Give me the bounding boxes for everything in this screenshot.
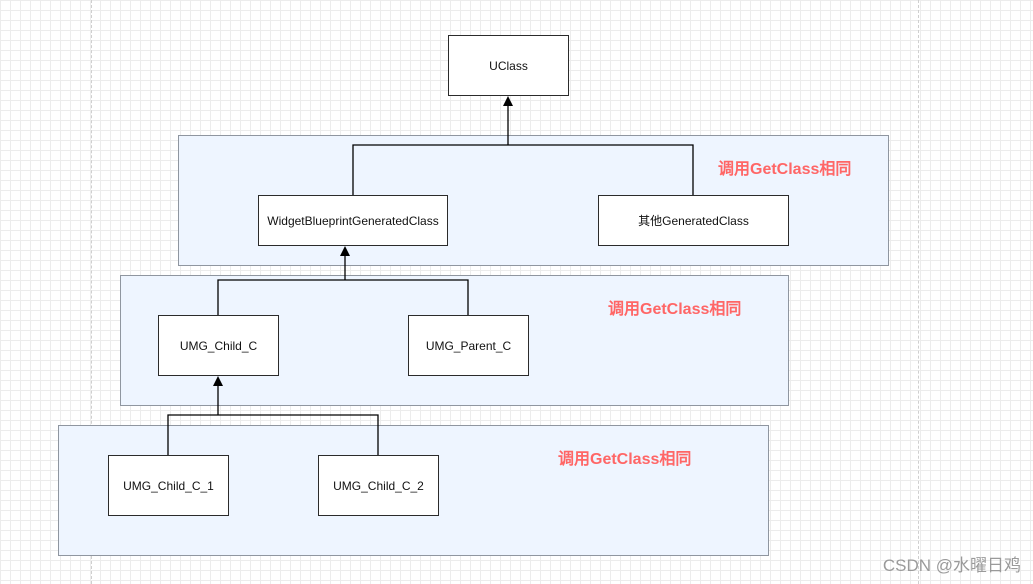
node-other-generated-class[interactable]: 其他GeneratedClass [598,195,789,246]
node-umg-child-c[interactable]: UMG_Child_C [158,315,279,376]
node-umg-child-c-2[interactable]: UMG_Child_C_2 [318,455,439,516]
node-uclass[interactable]: UClass [448,35,569,96]
edge-umg-child-2-to-umg-child [218,414,379,455]
node-umg-parent-c[interactable]: UMG_Parent_C [408,315,529,376]
group-note-generated: 调用GetClass相同 [718,161,852,178]
arrowhead-uclass [503,96,513,106]
edge-umg-child-1-to-umg-child [167,414,218,455]
page-guide-right [918,0,919,584]
edge-umg-parent-to-widget-bp [345,279,469,315]
group-note-widget: 调用GetClass相同 [608,301,742,318]
csdn-watermark: CSDN @水曜日鸡 [882,556,1021,575]
arrowhead-widget-bp [340,246,350,256]
page-guide-left [91,0,92,584]
edge-widget-bp-to-uclass [352,144,508,195]
edge-other-generated-to-uclass [508,144,694,195]
edge-umg-child-to-widget-bp [217,279,345,315]
group-note-child: 调用GetClass相同 [558,451,692,468]
arrowhead-umg-child [213,376,223,386]
node-widget-blueprint-generated-class[interactable]: WidgetBlueprintGeneratedClass [258,195,448,246]
node-umg-child-c-1[interactable]: UMG_Child_C_1 [108,455,229,516]
